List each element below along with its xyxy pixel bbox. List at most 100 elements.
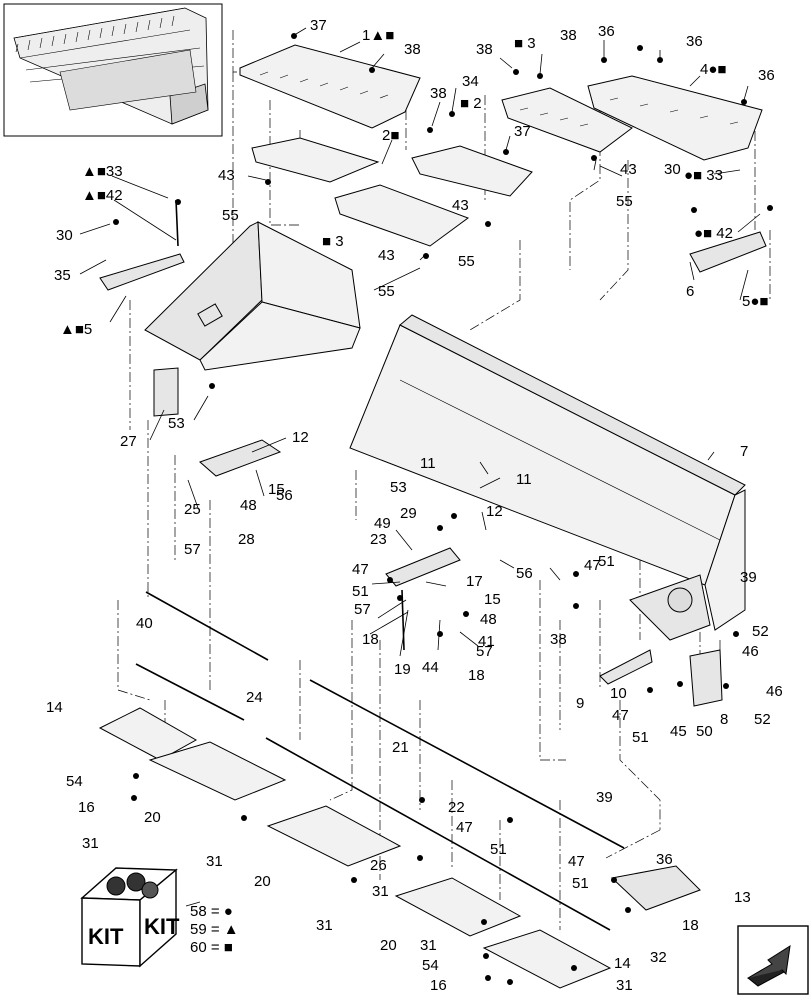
callout-13: 13 <box>734 889 751 906</box>
callout-55: 55 <box>378 283 395 300</box>
callout-42: ▲■42 <box>82 187 123 204</box>
callout-31: 31 <box>372 883 389 900</box>
callout-36: 36 <box>598 23 615 40</box>
callout-18: 18 <box>362 631 379 648</box>
callout-11: 11 <box>516 471 532 488</box>
callout-38: 38 <box>476 41 493 58</box>
kit-box-label-1: KIT <box>88 924 124 949</box>
callout-57: 57 <box>184 541 201 558</box>
callout-41: 41 <box>478 633 495 650</box>
callout-46: 46 <box>742 643 759 660</box>
callout-47: 47 <box>584 557 601 574</box>
callout-52: 52 <box>754 711 771 728</box>
callout-31: 31 <box>316 917 333 934</box>
callout-31: 31 <box>420 937 437 954</box>
callout-33: ●■ 33 <box>684 167 723 184</box>
callout-47: 47 <box>352 561 369 578</box>
callout-38: 38 <box>550 631 567 648</box>
callout-31: 31 <box>206 853 223 870</box>
callout-12: 12 <box>486 503 503 520</box>
callout-21: 21 <box>392 739 409 756</box>
callout-56: 56 <box>516 565 533 582</box>
callout-5: 5●■ <box>742 293 768 310</box>
callout-4: 4●■ <box>700 61 726 78</box>
callout-2: ■ 2 <box>460 95 482 112</box>
callout-15: 15 <box>268 481 285 498</box>
callout-14: 14 <box>46 699 63 716</box>
callout-17: 17 <box>466 573 483 590</box>
callout-39: 39 <box>740 569 757 586</box>
callout-43: 43 <box>218 167 235 184</box>
kit-box-label-2: KIT <box>144 914 180 939</box>
callout-43: 43 <box>452 197 469 214</box>
callout-39: 39 <box>596 789 613 806</box>
callout-57: 57 <box>476 643 493 660</box>
callout-26: 26 <box>370 857 387 874</box>
callout-53: 53 <box>168 415 185 432</box>
callout-30: 30 <box>56 227 73 244</box>
callout-labels: 37 1▲■ 38 38 ■ 3 38 36 36 4●■ 36 34 ■ 2 … <box>46 17 783 994</box>
legend-entry-59: 59 = ▲ <box>190 921 239 938</box>
callout-51: 51 <box>352 583 369 600</box>
callout-18: 18 <box>468 667 485 684</box>
callout-55: 55 <box>616 193 633 210</box>
callout-3: ■ 3 <box>322 233 344 250</box>
callout-27: 27 <box>120 433 137 450</box>
callout-45: 45 <box>670 723 687 740</box>
callout-48: 48 <box>480 611 497 628</box>
callout-20: 20 <box>254 873 271 890</box>
callout-16: 16 <box>78 799 95 816</box>
callout-28: 28 <box>238 531 255 548</box>
callout-47: 47 <box>612 707 629 724</box>
rods-and-strips <box>135 199 625 931</box>
callout-15: 15 <box>484 591 501 608</box>
callout-22: 22 <box>448 799 465 816</box>
callout-20: 20 <box>144 809 161 826</box>
callout-56: 56 <box>276 487 293 504</box>
callout-12: 12 <box>292 429 309 446</box>
callout-44: 44 <box>422 659 439 676</box>
callout-7: 7 <box>740 443 748 460</box>
callout-38: 38 <box>404 41 421 58</box>
callout-48: 48 <box>240 497 257 514</box>
callout-32: 32 <box>650 949 667 966</box>
next-page-arrow-icon[interactable] <box>737 925 809 995</box>
hardware-fasteners <box>113 33 773 985</box>
callout-43: 43 <box>620 161 637 178</box>
header-overview-thumbnail <box>3 3 223 137</box>
callout-54: 54 <box>66 773 83 790</box>
top-cover-panels <box>239 44 763 247</box>
callout-36: 36 <box>656 851 673 868</box>
callout-47: 47 <box>456 819 473 836</box>
callout-25: 25 <box>184 501 201 518</box>
legend-entry-60: 60 = ■ <box>190 939 233 956</box>
callout-50: 50 <box>696 723 713 740</box>
callout-51: 51 <box>598 553 615 570</box>
callout-36: 36 <box>686 33 703 50</box>
callout-37: 37 <box>310 17 327 34</box>
callout-38: 38 <box>560 27 577 44</box>
callout-34: 34 <box>462 73 479 90</box>
callout-38: 38 <box>430 85 447 102</box>
callout-51: 51 <box>572 875 589 892</box>
callout-10: 10 <box>610 685 627 702</box>
callout-14: 14 <box>614 955 631 972</box>
callout-37: 37 <box>514 123 531 140</box>
callout-6: 6 <box>686 283 694 300</box>
callout-43: 43 <box>378 247 395 264</box>
callout-42: ●■ 42 <box>694 225 733 242</box>
callout-11: 11 <box>420 455 436 472</box>
callout-51: 51 <box>490 841 507 858</box>
callout-52: 52 <box>752 623 769 640</box>
callout-24: 24 <box>246 689 263 706</box>
callout-29: 29 <box>400 505 417 522</box>
callout-2: 2■ <box>382 127 399 144</box>
callout-18: 18 <box>682 917 699 934</box>
callout-57: 57 <box>354 601 371 618</box>
callout-31: 31 <box>82 835 99 852</box>
callout-5: ▲■5 <box>60 321 92 338</box>
callout-3: ■ 3 <box>514 35 536 52</box>
callout-55: 55 <box>458 253 475 270</box>
callout-23: 23 <box>370 531 387 548</box>
